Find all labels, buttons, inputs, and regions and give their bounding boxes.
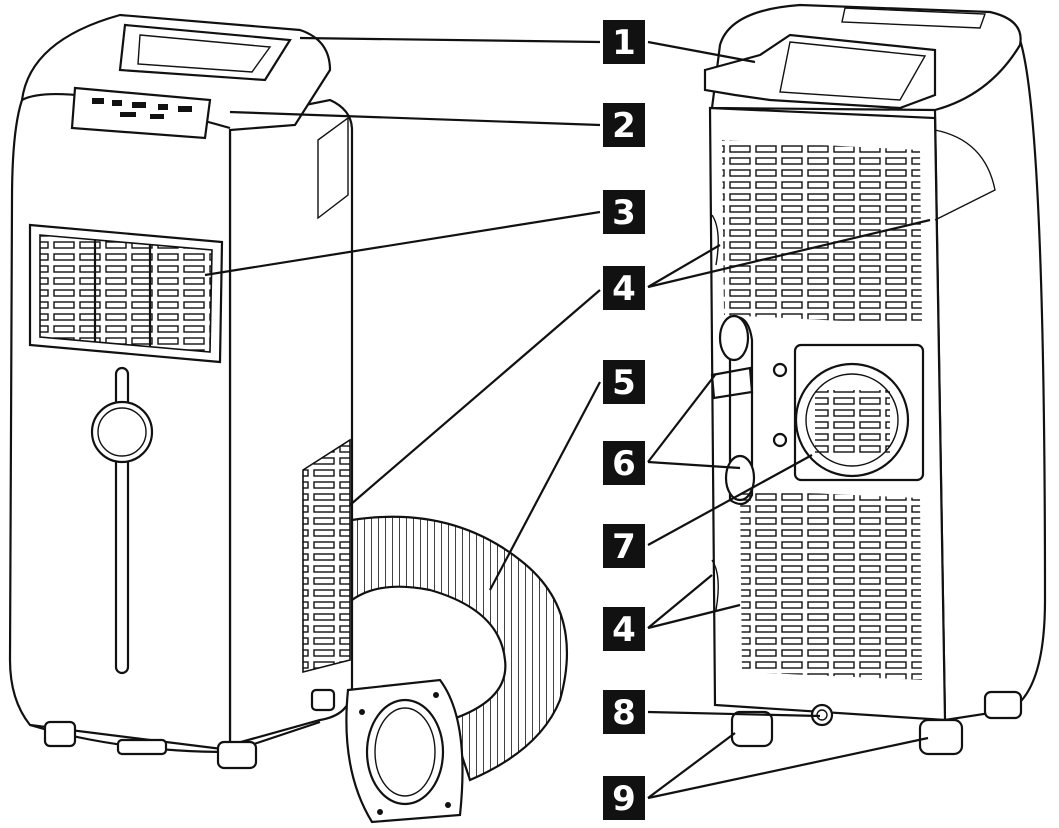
callout-label-9: 9 <box>612 779 636 819</box>
callout-badge-7: 7 <box>603 524 645 568</box>
callout-badge-8: 8 <box>603 690 645 734</box>
back-upper-grille <box>722 140 922 325</box>
front-unit <box>8 13 354 770</box>
callout-label-8: 8 <box>612 693 636 733</box>
back-top-handle <box>703 33 937 110</box>
callout-label-1: 1 <box>612 23 636 63</box>
callout-label-3: 3 <box>612 193 636 233</box>
front-air-outlet <box>28 223 224 364</box>
callout-badge-1: 1 <box>603 20 645 64</box>
callout-badge-5: 5 <box>603 360 645 404</box>
exhaust-hose <box>345 515 568 824</box>
callout-badge-9: 9 <box>603 776 645 820</box>
front-knob <box>90 400 154 464</box>
leader-lines <box>204 36 931 800</box>
back-lower-grille <box>740 490 922 680</box>
callout-badge-4b: 4 <box>603 607 645 651</box>
front-unit-front-panel <box>8 13 332 752</box>
number-badges: 1 2 3 4 5 6 7 4 8 9 <box>603 20 645 820</box>
callout-label-6: 6 <box>612 444 636 484</box>
callout-label-2: 2 <box>612 106 636 146</box>
control-panel-buttons <box>92 98 192 119</box>
back-wheel-left <box>730 710 774 748</box>
side-air-intake-grille <box>302 438 351 674</box>
back-exhaust-port <box>772 343 925 482</box>
back-unit <box>703 3 1047 756</box>
callout-badge-6: 6 <box>603 441 645 485</box>
callout-label-4a: 4 <box>612 269 636 309</box>
front-wheel-side <box>310 688 336 712</box>
callout-badge-3: 3 <box>603 190 645 234</box>
back-unit-side-panel <box>933 38 1047 722</box>
back-wheel-right <box>918 718 964 756</box>
front-control-panel <box>70 86 212 140</box>
back-wheel-rear <box>983 690 1023 720</box>
callout-label-4b: 4 <box>612 610 636 650</box>
callout-label-5: 5 <box>612 363 636 403</box>
callout-badge-4a: 4 <box>603 266 645 310</box>
callout-badge-2: 2 <box>603 103 645 147</box>
front-wheel-right <box>216 740 258 770</box>
callout-label-7: 7 <box>612 527 636 567</box>
cord-hooks <box>710 314 756 506</box>
front-wheel-left <box>43 720 77 748</box>
front-wheel-middle <box>116 738 168 756</box>
hose-window-adapter <box>345 678 464 824</box>
